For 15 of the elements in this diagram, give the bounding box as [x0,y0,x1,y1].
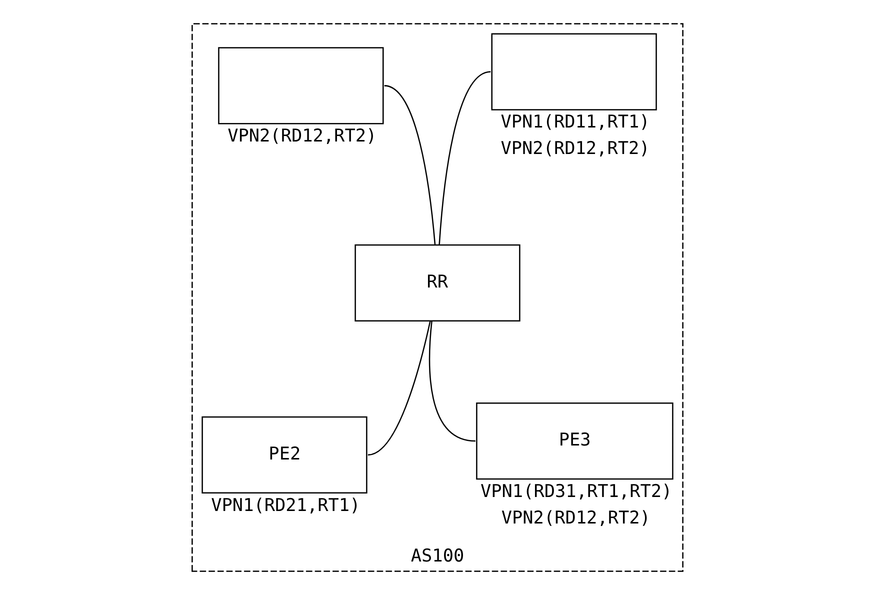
node-label: VPN2(RD12,RT2) [500,139,650,160]
node-label: VPN2(RD12,RT2) [501,508,650,528]
connector [368,321,431,456]
node-label: VPN1(RD21,RT1) [211,496,360,516]
node-box: RR [354,244,520,322]
connector [428,320,476,442]
node-box [218,47,384,124]
node-label: VPN1(RD31,RT1,RT2) [480,482,672,502]
node-box [491,33,657,110]
connector [384,85,436,245]
node-box: PE3 [476,402,674,480]
node-label: VPN1(RD11,RT1) [500,112,650,133]
node-box: PE2 [202,416,368,494]
node-label: VPN2(RD12,RT2) [228,126,377,147]
connector [438,71,491,245]
